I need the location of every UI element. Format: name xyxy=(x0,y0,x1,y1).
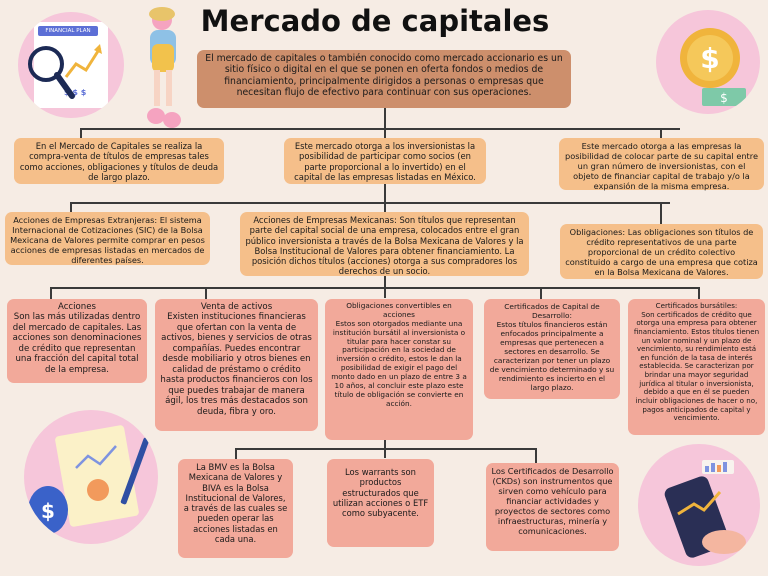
dollar-row: $ $ $ xyxy=(64,88,87,97)
dollar-coin-icon: $ $ xyxy=(680,28,746,106)
level1-box-3: Este mercado otorga a las empresas la po… xyxy=(559,138,764,191)
level3-box-acciones: Acciones Son las más utilizadas dentro d… xyxy=(7,299,147,383)
level3-box-certificados-bursatiles: Certificados bursátiles: Son certificado… xyxy=(628,299,765,435)
connector-line xyxy=(698,287,700,299)
connector-line xyxy=(80,128,82,138)
level2-box-1: Acciones de Empresas Extranjeras: El sis… xyxy=(5,212,210,265)
level2-box-3: Obligaciones: Las obligaciones son títul… xyxy=(560,224,763,279)
connector-line xyxy=(384,183,386,213)
svg-text:$: $ xyxy=(41,499,55,523)
connector-line xyxy=(235,448,237,460)
level4-box-ckds: Los Certificados de Desarrollo (CKDs) so… xyxy=(486,463,619,551)
svg-text:$: $ xyxy=(720,91,728,105)
smartphone-icon xyxy=(664,460,746,558)
level3-box-certificados-capital: Certificados de Capital de Desarrollo: E… xyxy=(484,299,620,399)
connector-line xyxy=(205,287,207,299)
level3-box-venta-activos: Venta de activos Existen instituciones f… xyxy=(155,299,318,431)
level1-box-2: Este mercado otorga a los inversionistas… xyxy=(284,138,486,184)
connector-line xyxy=(235,448,535,450)
intro-box: El mercado de capitales o también conoci… xyxy=(197,50,571,108)
connector-line xyxy=(384,108,386,138)
financial-plan-illustration: FINANCIAL PLAN $ $ $ xyxy=(18,12,124,118)
connector-line xyxy=(660,128,662,138)
level2-box-2: Acciones de Empresas Mexicanas: Son títu… xyxy=(240,212,529,276)
trend-chart-icon xyxy=(64,44,102,78)
connector-line xyxy=(660,202,662,224)
level4-box-bmv: La BMV es la Bolsa Mexicana de Valores y… xyxy=(178,459,293,558)
connector-line xyxy=(80,128,680,130)
report-chart-icon: $ xyxy=(28,425,150,534)
connector-line xyxy=(50,287,700,289)
level1-box-1: En el Mercado de Capitales se realiza la… xyxy=(14,138,224,184)
level3-box-obligaciones-convertibles: Obligaciones convertibles en acciones Es… xyxy=(325,299,473,440)
svg-text:$: $ xyxy=(700,42,719,75)
money-illustration: $ $ xyxy=(656,10,760,114)
page-title: Mercado de capitales xyxy=(200,4,550,38)
connector-line xyxy=(540,287,542,299)
connector-line xyxy=(70,202,72,212)
connector-line xyxy=(50,287,52,299)
connector-line xyxy=(535,448,537,463)
girl-character-illustration xyxy=(147,7,181,128)
level4-box-warrants: Los warrants son productos estructurados… xyxy=(327,459,434,547)
phone-chart-illustration xyxy=(638,444,760,566)
magnifier-icon xyxy=(28,46,75,99)
connector-line xyxy=(70,202,670,204)
financial-plan-label: FINANCIAL PLAN xyxy=(38,26,98,36)
report-moneybag-illustration: $ xyxy=(24,410,158,544)
